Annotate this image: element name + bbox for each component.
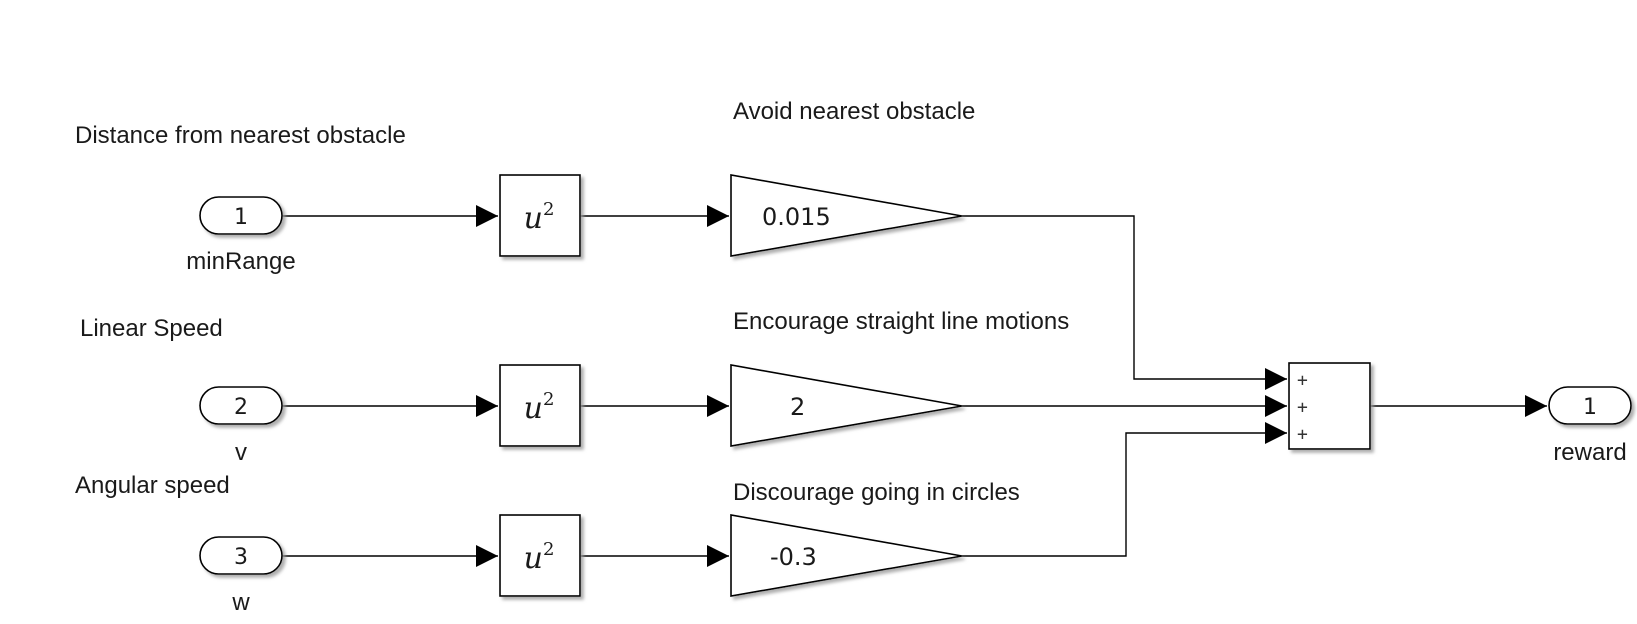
outport-1[interactable]: 1 <box>1548 386 1632 425</box>
math-square-2-base: u <box>524 391 543 426</box>
gain-block-2[interactable]: 2 <box>730 364 963 447</box>
annotation-avoid-nearest-obstacle: Avoid nearest obstacle <box>733 98 975 125</box>
inport-1-number: 1 <box>234 205 248 230</box>
inport-3-name: w <box>231 589 250 616</box>
sum-sign-2: + <box>1297 397 1308 418</box>
svg-text:u2: u2 <box>524 539 555 576</box>
math-square-1-base: u <box>524 201 543 236</box>
outport-1-number: 1 <box>1583 395 1597 420</box>
math-square-block-1[interactable]: u2 <box>499 174 581 257</box>
annotation-angular-speed: Angular speed <box>75 472 230 499</box>
annotation-encourage-straight-line-motions: Encourage straight line motions <box>733 308 1069 335</box>
inport-1-name: minRange <box>186 248 295 275</box>
annotation-distance-from-nearest-obstacle: Distance from nearest obstacle <box>75 122 406 149</box>
inport-2[interactable]: 2 <box>199 386 283 425</box>
inport-3-number: 3 <box>234 545 248 570</box>
gain-3-value: -0.3 <box>770 543 817 571</box>
sum-block[interactable]: + + + <box>1288 362 1371 450</box>
math-square-3-exponent: 2 <box>543 539 554 560</box>
sum-sign-1: + <box>1297 370 1308 391</box>
inport-2-name: v <box>235 439 247 466</box>
outport-1-name: reward <box>1553 439 1626 466</box>
math-square-block-2[interactable]: u2 <box>499 364 581 447</box>
signal-lines <box>282 205 1547 567</box>
sum-sign-3: + <box>1297 424 1308 445</box>
svg-text:u2: u2 <box>524 389 555 426</box>
gain-block-3[interactable]: -0.3 <box>730 514 963 597</box>
math-square-1-exponent: 2 <box>543 199 554 220</box>
math-square-block-3[interactable]: u2 <box>499 514 581 597</box>
gain-block-1[interactable]: 0.015 <box>730 174 963 257</box>
wire-gain1-to-sum[interactable] <box>962 215 1287 390</box>
inport-2-number: 2 <box>234 395 248 420</box>
inport-3[interactable]: 3 <box>199 536 283 575</box>
wire-gain3-to-sum[interactable] <box>962 422 1287 557</box>
inport-1[interactable]: 1 <box>199 196 283 235</box>
svg-text:u2: u2 <box>524 199 555 236</box>
annotation-discourage-going-in-circles: Discourage going in circles <box>733 479 1020 506</box>
annotation-linear-speed: Linear Speed <box>80 315 223 342</box>
math-square-3-base: u <box>524 541 543 576</box>
gain-1-value: 0.015 <box>762 203 831 231</box>
gain-2-value: 2 <box>790 393 805 421</box>
math-square-2-exponent: 2 <box>543 389 554 410</box>
